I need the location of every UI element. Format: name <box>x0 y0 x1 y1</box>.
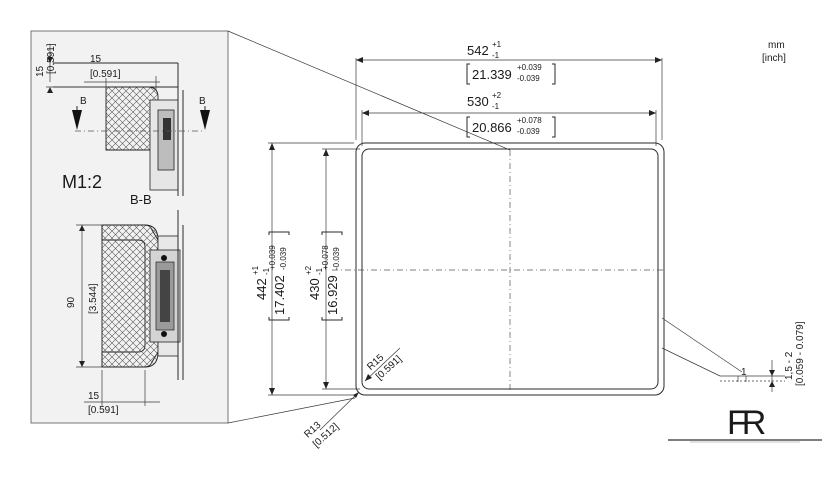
inner-height-tol-minus: -1 <box>315 267 324 275</box>
inner-width-inch-plus: +0.078 <box>517 116 542 125</box>
detail-bottom-mm: 15 <box>88 391 100 402</box>
detail-top-vertical-inch: [0.591] <box>46 43 57 74</box>
detail-bottom-inch: [0.591] <box>88 405 119 416</box>
detail-top-horizontal-inch: [0.591] <box>90 69 121 80</box>
outer-height-inch-minus: -0.039 <box>279 247 288 270</box>
outer-height-inch: 17.402 <box>272 275 287 315</box>
detail-plan-view <box>46 44 210 196</box>
outer-width-tol-plus: +1 <box>492 40 502 49</box>
outer-width-inch-plus: +0.039 <box>517 63 542 72</box>
inner-width-inch: 20.866 <box>472 120 512 135</box>
outer-height-inch-plus: +0.039 <box>268 245 277 270</box>
outer-width-tol-minus: -1 <box>492 51 500 60</box>
section-label: B-B <box>130 192 152 207</box>
outer-width-inch-minus: -0.039 <box>517 74 540 83</box>
frame-outer-outline <box>355 142 665 396</box>
detail-section-view <box>76 210 184 406</box>
cut-label-left: B <box>80 96 87 107</box>
inner-width-mm: 530 <box>467 94 489 109</box>
detail-leader-top <box>227 30 511 151</box>
detail-height-inch: [3.544] <box>88 283 99 314</box>
units-mm: mm <box>768 40 785 51</box>
r15-leader <box>364 347 401 382</box>
fr-logo: FR <box>668 404 822 443</box>
units-inch: [inch] <box>762 53 786 64</box>
inner-width-tol-minus: -1 <box>492 102 500 111</box>
outer-height-tol-plus: +1 <box>251 265 260 275</box>
scale-label: M1:2 <box>62 172 102 192</box>
detail-top-vertical-mm: 15 <box>35 65 46 77</box>
inner-width-tol-plus: +2 <box>492 91 502 100</box>
outer-width-inch: 21.339 <box>472 67 512 82</box>
outer-height-mm: 442 <box>254 278 269 300</box>
detail-height-mm: 90 <box>66 296 77 308</box>
detail-leader-bottom <box>227 397 356 424</box>
inner-height-inch-minus: -0.039 <box>332 247 341 270</box>
gap-detail <box>661 317 785 392</box>
outer-height-tol-minus: -1 <box>262 267 271 275</box>
inner-height-inch: 16.929 <box>325 275 340 315</box>
inner-height-inch-plus: +0.078 <box>321 245 330 270</box>
outer-width-mm: 542 <box>467 43 489 58</box>
detail-top-horizontal-mm: 15 <box>90 54 102 65</box>
gap-detail-label: 1 <box>741 367 747 378</box>
r13-leader <box>319 391 360 431</box>
cut-label-right: B <box>199 96 206 107</box>
inner-height-mm: 430 <box>307 278 322 300</box>
inner-height-tol-plus: +2 <box>304 265 313 275</box>
svg-text:FR: FR <box>727 404 765 442</box>
inner-width-inch-minus: -0.039 <box>517 127 540 136</box>
gap-inch: [0.059 - 0.079] <box>795 321 806 386</box>
gap-mm: 1,5 - 2 <box>784 351 795 380</box>
